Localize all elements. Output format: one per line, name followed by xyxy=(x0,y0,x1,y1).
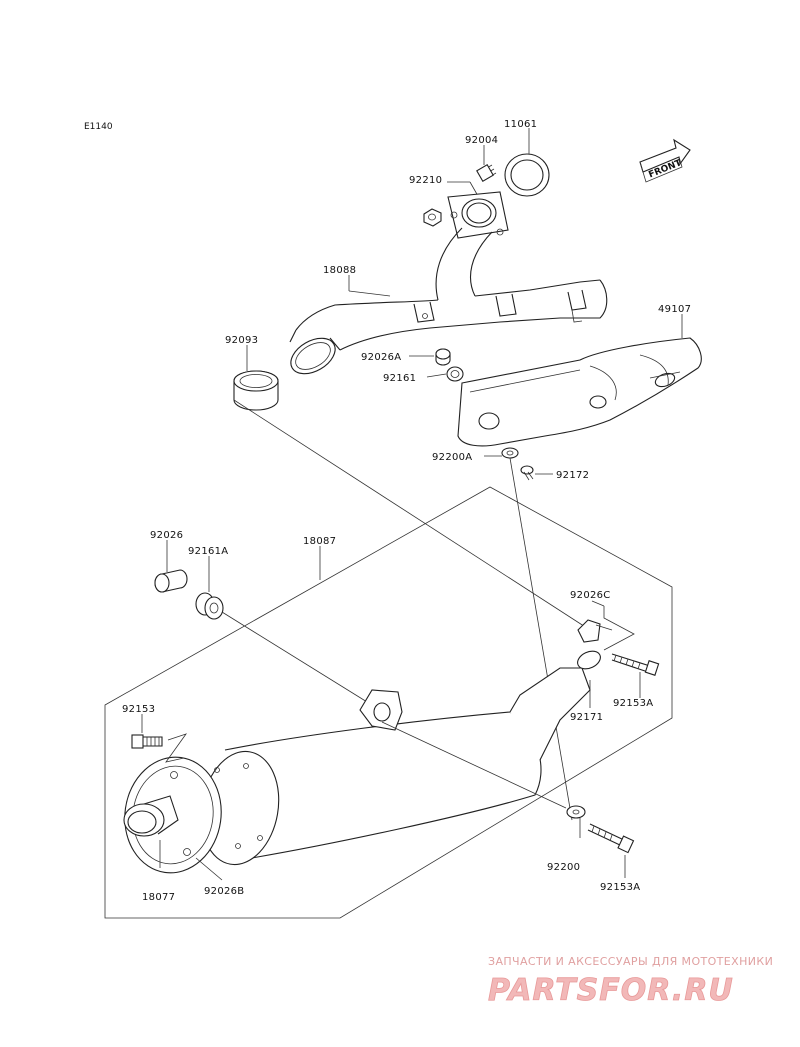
label-92153A-upper: 92153A xyxy=(613,698,653,709)
label-92161: 92161 xyxy=(383,373,416,384)
grommet-92161 xyxy=(446,366,464,382)
bolt-92172 xyxy=(520,465,534,481)
muffler-18087 xyxy=(123,619,613,874)
stud-92004 xyxy=(476,164,497,182)
label-18087: 18087 xyxy=(303,536,336,547)
watermark-logo: PARTSFOR.RU xyxy=(488,973,734,1008)
label-49107: 49107 xyxy=(658,304,691,315)
watermark: ЗАПЧАСТИ И АКСЕССУАРЫ ДЛЯ МОТОТЕХНИКИ PA… xyxy=(488,955,773,1008)
diagram-code: E1140 xyxy=(84,122,113,132)
gasket-11061 xyxy=(504,153,550,197)
label-92026: 92026 xyxy=(150,530,183,541)
label-92026A: 92026A xyxy=(361,352,401,363)
label-92153: 92153 xyxy=(122,704,155,715)
collar-92026 xyxy=(154,569,188,593)
bolt-92153A-lower xyxy=(587,823,635,854)
exhaust-pipe-18088 xyxy=(289,191,608,375)
bolt-92153 xyxy=(131,734,163,749)
label-92153A-lower: 92153A xyxy=(600,882,640,893)
label-18077: 18077 xyxy=(142,892,175,903)
label-92161A: 92161A xyxy=(188,546,228,557)
bolt-92153A-upper xyxy=(611,653,660,676)
label-92093: 92093 xyxy=(225,335,258,346)
front-arrow-icon: FRONT xyxy=(639,138,691,183)
label-92200: 92200 xyxy=(547,862,580,873)
label-92026C: 92026C xyxy=(570,590,611,601)
label-92172: 92172 xyxy=(556,470,589,481)
label-92004: 92004 xyxy=(465,135,498,146)
grommet-92161A xyxy=(195,592,224,620)
nut-92210 xyxy=(423,208,442,227)
label-11061: 11061 xyxy=(504,119,537,130)
watermark-caption: ЗАПЧАСТИ И АКСЕССУАРЫ ДЛЯ МОТОТЕХНИКИ xyxy=(488,955,773,968)
collar-92026A xyxy=(435,348,451,366)
label-92200A: 92200A xyxy=(432,452,472,463)
label-92171: 92171 xyxy=(570,712,603,723)
washer-92200 xyxy=(566,805,586,819)
label-18088: 18088 xyxy=(323,265,356,276)
label-92210: 92210 xyxy=(409,175,442,186)
collar-92093 xyxy=(233,370,279,411)
label-92026B: 92026B xyxy=(204,886,244,897)
washer-92200A xyxy=(501,447,519,459)
heat-cover-49107 xyxy=(457,337,702,447)
